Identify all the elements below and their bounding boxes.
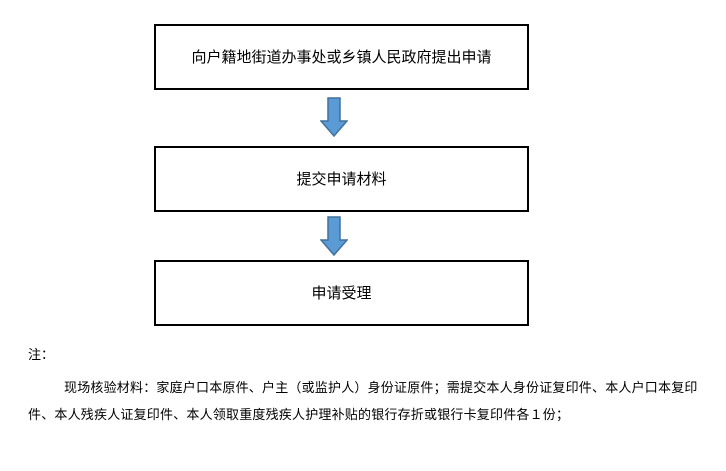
step-box-submit-materials: 提交申请材料	[154, 146, 529, 212]
step-box-apply: 向户籍地街道办事处或乡镇人民政府提出申请	[154, 24, 529, 90]
note-label: 注：	[28, 348, 55, 363]
step-label-apply: 向户籍地街道办事处或乡镇人民政府提出申请	[191, 47, 492, 66]
down-arrow-shape	[320, 97, 348, 137]
step-label-submit-materials: 提交申请材料	[296, 169, 387, 188]
down-arrow-shape	[320, 216, 348, 256]
step-box-accepted: 申请受理	[154, 260, 529, 326]
step-label-accepted: 申请受理	[311, 283, 372, 302]
note-body: 现场核验材料：家庭户口本原件、户主（或监护人）身份证原件；需提交本人身份证复印件…	[28, 381, 698, 423]
down-arrow-icon	[320, 97, 348, 137]
down-arrow-icon	[320, 216, 348, 256]
